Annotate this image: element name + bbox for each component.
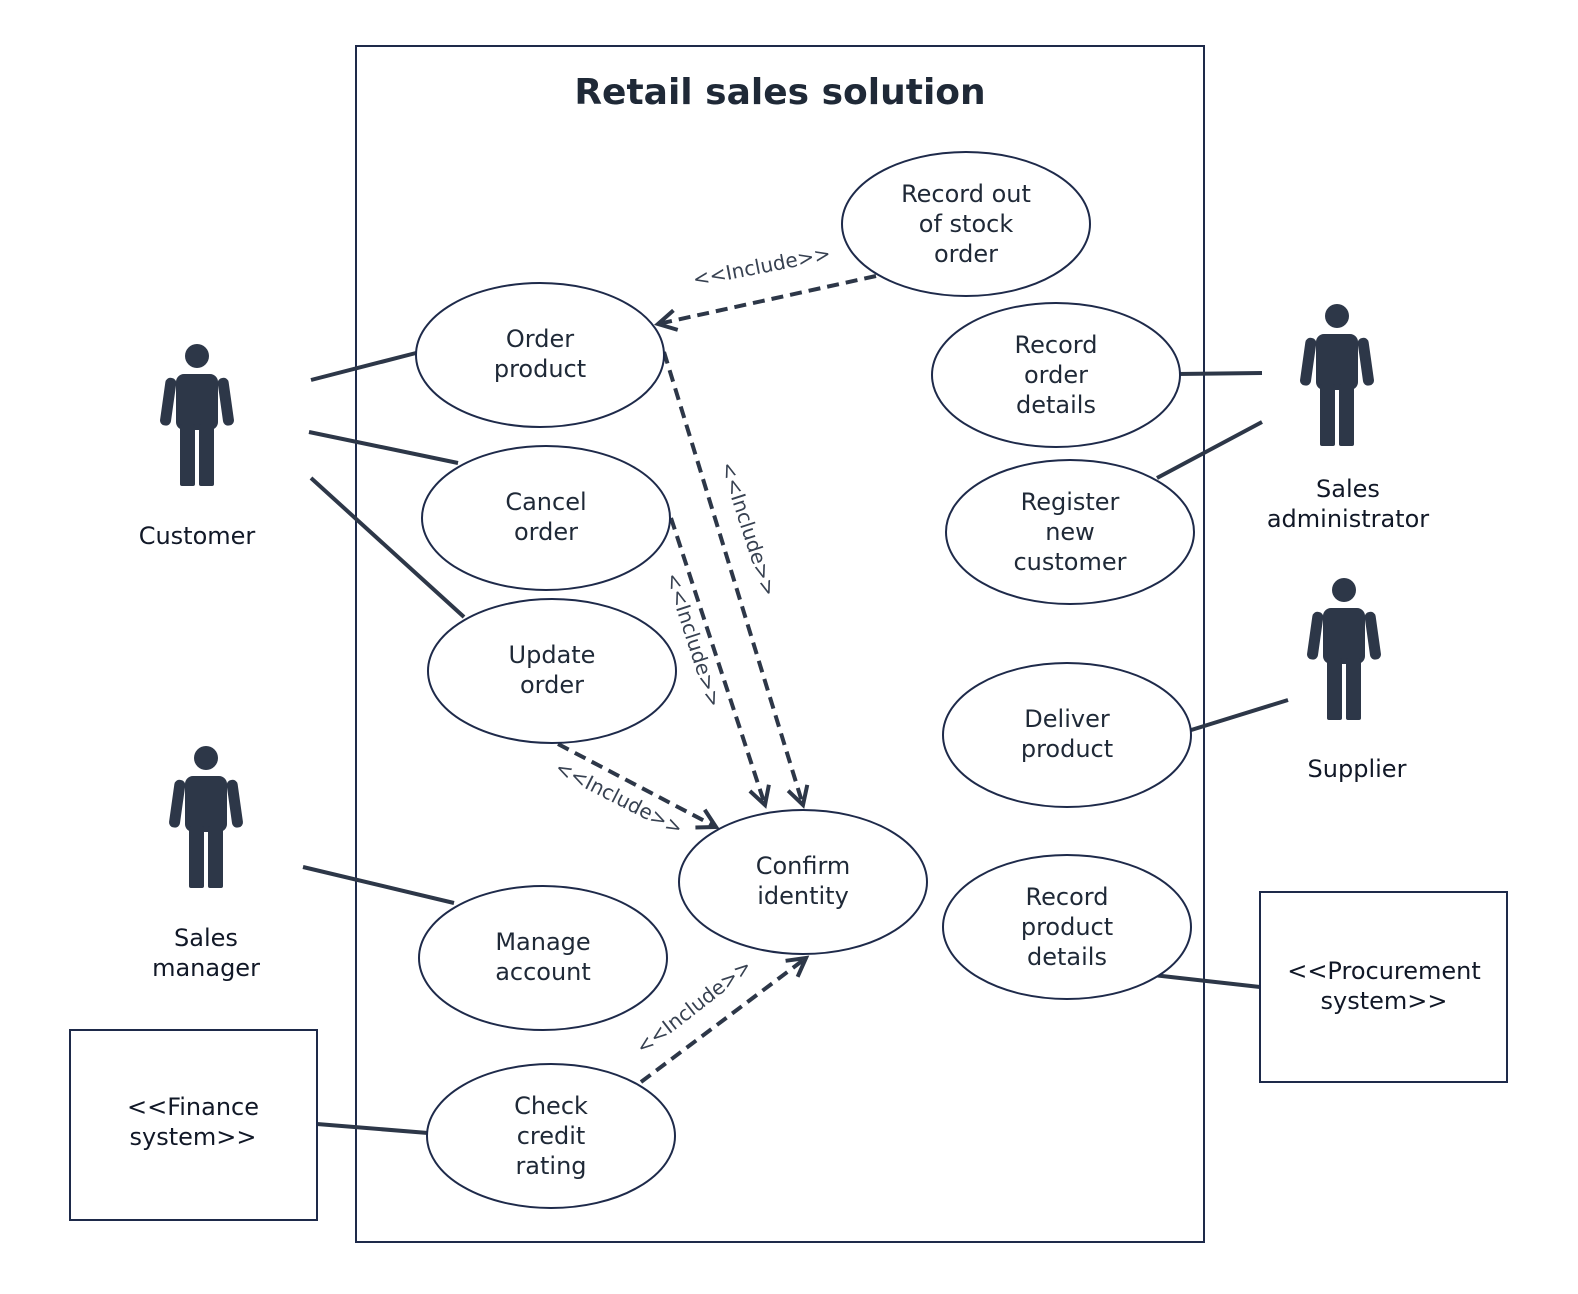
use-case-register-new-customer: Register new customer bbox=[945, 459, 1195, 605]
include-arrow-out-of-stock-order bbox=[658, 274, 877, 324]
system-boundary bbox=[355, 45, 1205, 1243]
svg-text:details: details bbox=[1016, 391, 1096, 419]
svg-text:Update: Update bbox=[509, 641, 596, 669]
svg-text:product: product bbox=[1021, 913, 1113, 941]
svg-text:Sales: Sales bbox=[1316, 475, 1380, 503]
external-system-finance: <<Finance system>> bbox=[69, 1029, 318, 1221]
svg-text:of stock: of stock bbox=[919, 210, 1014, 238]
svg-text:Manage: Manage bbox=[495, 928, 590, 956]
svg-text:Confirm: Confirm bbox=[756, 852, 851, 880]
assoc-customer-cancel-order bbox=[308, 430, 459, 465]
actor-sales-administrator: Sales administrator bbox=[1267, 304, 1429, 533]
person-icon bbox=[160, 344, 234, 486]
svg-text:product: product bbox=[494, 355, 586, 383]
include-label: <<Include>> bbox=[716, 459, 782, 599]
svg-text:customer: customer bbox=[1013, 548, 1126, 576]
svg-text:system>>: system>> bbox=[130, 1123, 257, 1151]
include-arrow-order-confirm bbox=[662, 351, 803, 805]
svg-text:identity: identity bbox=[757, 882, 849, 910]
use-case-cancel-order: Cancel order bbox=[421, 445, 671, 591]
svg-text:manager: manager bbox=[152, 954, 260, 982]
include-label: <<Include>> bbox=[551, 755, 686, 840]
use-case-manage-account: Manage account bbox=[418, 885, 668, 1031]
svg-text:Sales: Sales bbox=[174, 924, 238, 952]
svg-text:credit: credit bbox=[517, 1122, 586, 1150]
use-case-confirm-identity: Confirm identity bbox=[678, 809, 928, 955]
person-icon bbox=[1307, 578, 1381, 720]
include-arrow-update-confirm bbox=[557, 742, 716, 827]
assoc-admin-register-customer bbox=[1156, 420, 1263, 480]
svg-text:Record: Record bbox=[1026, 883, 1109, 911]
svg-text:Check: Check bbox=[514, 1092, 588, 1120]
svg-text:system>>: system>> bbox=[1321, 987, 1448, 1015]
use-case-record-out-of-stock-order: Record out of stock order bbox=[841, 151, 1091, 297]
svg-text:Cancel: Cancel bbox=[505, 488, 586, 516]
use-case-check-credit-rating: Check credit rating bbox=[426, 1063, 676, 1209]
svg-text:administrator: administrator bbox=[1267, 505, 1429, 533]
svg-text:Order: Order bbox=[506, 325, 574, 353]
svg-text:Record: Record bbox=[1015, 331, 1098, 359]
svg-text:order: order bbox=[1024, 361, 1088, 389]
svg-text:<<Procurement: <<Procurement bbox=[1287, 957, 1481, 985]
svg-text:product: product bbox=[1021, 735, 1113, 763]
svg-text:order: order bbox=[934, 240, 998, 268]
use-case-record-order-details: Record order details bbox=[931, 302, 1181, 448]
actor-label: Supplier bbox=[1308, 755, 1407, 783]
svg-text:Record out: Record out bbox=[901, 180, 1031, 208]
actor-label: Customer bbox=[139, 522, 256, 550]
diagram-title: Retail sales solution bbox=[574, 72, 985, 113]
actor-sales-manager: Sales manager bbox=[152, 746, 260, 982]
assoc-supplier-deliver-product bbox=[1187, 698, 1289, 733]
person-icon bbox=[169, 746, 243, 888]
svg-text:order: order bbox=[520, 671, 584, 699]
external-system-procurement: <<Procurement system>> bbox=[1259, 891, 1508, 1083]
use-case-deliver-product: Deliver product bbox=[942, 662, 1192, 808]
assoc-procurement-record-product bbox=[1152, 973, 1261, 989]
assoc-finance-check-credit bbox=[316, 1122, 429, 1135]
use-case-record-product-details: Record product details bbox=[942, 854, 1192, 1000]
actor-supplier: Supplier bbox=[1307, 578, 1407, 783]
svg-text:Deliver: Deliver bbox=[1024, 705, 1110, 733]
svg-text:order: order bbox=[514, 518, 578, 546]
actor-customer: Customer bbox=[139, 344, 256, 550]
svg-text:<<Finance: <<Finance bbox=[127, 1093, 259, 1121]
include-arrow-credit-confirm bbox=[639, 958, 806, 1084]
use-case-order-product: Order product bbox=[415, 282, 665, 428]
assoc-customer-order-product bbox=[310, 351, 417, 382]
svg-text:account: account bbox=[495, 958, 591, 986]
include-label: <<Include>> bbox=[691, 241, 833, 291]
person-icon bbox=[1300, 304, 1374, 446]
assoc-admin-record-order-details bbox=[1176, 371, 1263, 376]
svg-text:rating: rating bbox=[515, 1152, 586, 1180]
svg-text:Register: Register bbox=[1021, 488, 1120, 516]
svg-text:new: new bbox=[1045, 518, 1095, 546]
use-case-update-order: Update order bbox=[427, 598, 677, 744]
svg-text:details: details bbox=[1027, 943, 1107, 971]
assoc-customer-update-order bbox=[309, 476, 466, 619]
include-arrow-cancel-confirm bbox=[669, 517, 765, 805]
assoc-sales-manager-manage-account bbox=[302, 865, 455, 905]
